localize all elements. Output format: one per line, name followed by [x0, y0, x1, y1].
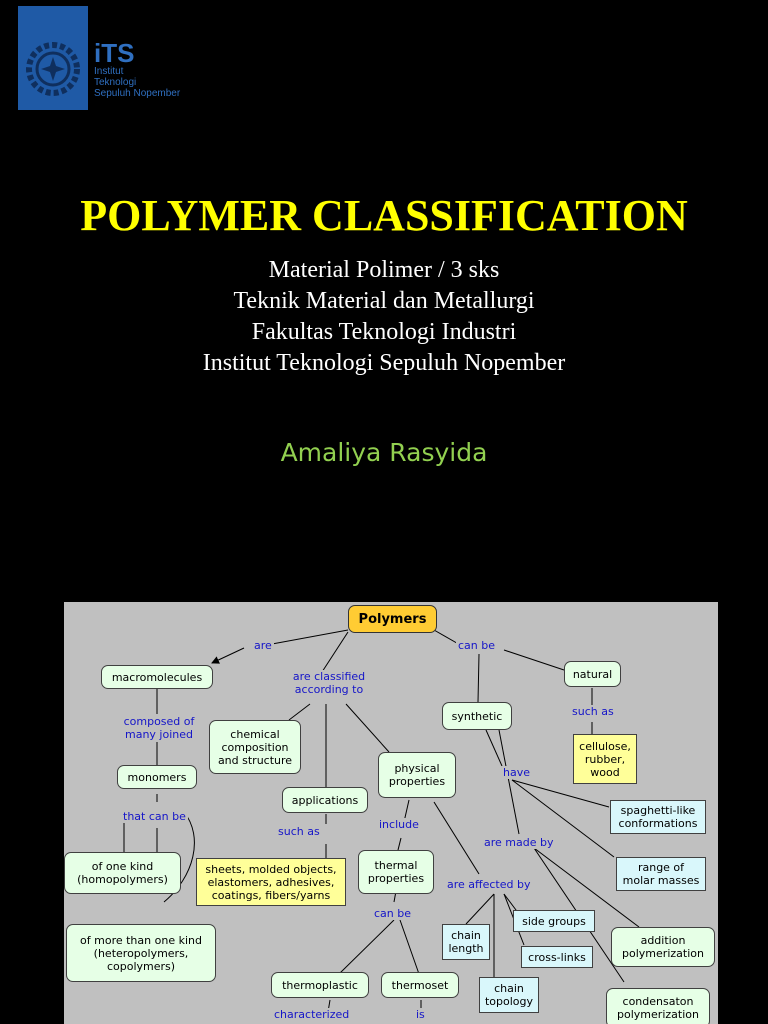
concept-node-one-kind: of one kind (homopolymers): [64, 852, 181, 894]
concept-node-cross-links: cross-links: [521, 946, 593, 968]
link-label-that-can-be: that can be: [121, 810, 188, 823]
link-label-can-be-thermal: can be: [372, 907, 414, 920]
concept-node-condensation-polymerization: condensaton polymerization: [606, 988, 710, 1024]
link-label-is: is: [414, 1008, 427, 1021]
concept-node-molar-masses: range of molar masses: [616, 857, 706, 891]
link-label-include: include: [377, 818, 421, 831]
its-logo-line: Teknologi: [94, 77, 137, 88]
concept-node-physical-properties: physical properties: [378, 752, 456, 798]
its-logo-text: iTS Institut Teknologi Sepuluh Nopember: [94, 40, 180, 99]
link-label-can-be: can be: [456, 639, 498, 652]
concept-node-thermal-properties: thermal properties: [358, 850, 434, 894]
link-label-are-affected-by: are affected by: [445, 878, 533, 891]
concept-node-applications: applications: [282, 787, 368, 813]
subtitle-line: Institut Teknologi Sepuluh Nopember: [202, 350, 566, 376]
subtitle-line: Material Polimer / 3 sks: [268, 257, 500, 283]
concept-node-thermoplastic: thermoplastic: [271, 972, 369, 998]
polymer-concept-map: Polymers are are classified according to…: [64, 602, 718, 1024]
link-label-such-as: such as: [276, 825, 322, 838]
its-logo-abbr: iTS: [94, 38, 135, 68]
link-label-are-classified: are classified according to: [282, 670, 376, 696]
link-label-characterized: characterized: [272, 1008, 352, 1021]
its-gear-emblem-icon: [26, 42, 80, 96]
author-name: Amaliya Rasyida: [280, 438, 488, 467]
its-logo-line: Sepuluh Nopember: [94, 88, 181, 99]
concept-node-more-than-one-kind: of more than one kind (heteropolymers, c…: [66, 924, 216, 982]
concept-node-macromolecules: macromolecules: [101, 665, 213, 689]
concept-node-polymers: Polymers: [348, 605, 437, 633]
concept-node-synthetic: synthetic: [442, 702, 512, 730]
concept-node-spaghetti-conformations: spaghetti-like conformations: [610, 800, 706, 834]
concept-node-natural-examples: cellulose, rubber, wood: [573, 734, 637, 784]
concept-node-chain-topology: chain topology: [479, 977, 539, 1013]
concept-node-natural: natural: [564, 661, 621, 687]
its-logo: [18, 6, 88, 110]
link-label-composed-of: composed of many joined: [114, 715, 204, 741]
subtitle-line: Teknik Material dan Metallurgi: [233, 288, 535, 314]
concept-node-thermoset: thermoset: [381, 972, 459, 998]
concept-node-chain-length: chain length: [442, 924, 490, 960]
concept-node-chemical-composition: chemical composition and structure: [209, 720, 301, 774]
link-label-are-made-by: are made by: [482, 836, 556, 849]
concept-node-side-groups: side groups: [513, 910, 595, 932]
link-label-are: are: [252, 639, 274, 652]
concept-node-monomers: monomers: [117, 765, 197, 789]
slide-subtitle: Material Polimer / 3 sks Teknik Material…: [0, 255, 768, 379]
link-label-such-as-natural: such as: [570, 705, 616, 718]
concept-node-application-examples: sheets, molded objects, elastomers, adhe…: [196, 858, 346, 906]
slide-title: POLYMER CLASSIFICATION: [80, 191, 688, 240]
concept-node-addition-polymerization: addition polymerization: [611, 927, 715, 967]
link-label-have: have: [501, 766, 532, 779]
subtitle-line: Fakultas Teknologi Industri: [251, 319, 517, 345]
its-logo-line: Institut: [94, 66, 124, 77]
